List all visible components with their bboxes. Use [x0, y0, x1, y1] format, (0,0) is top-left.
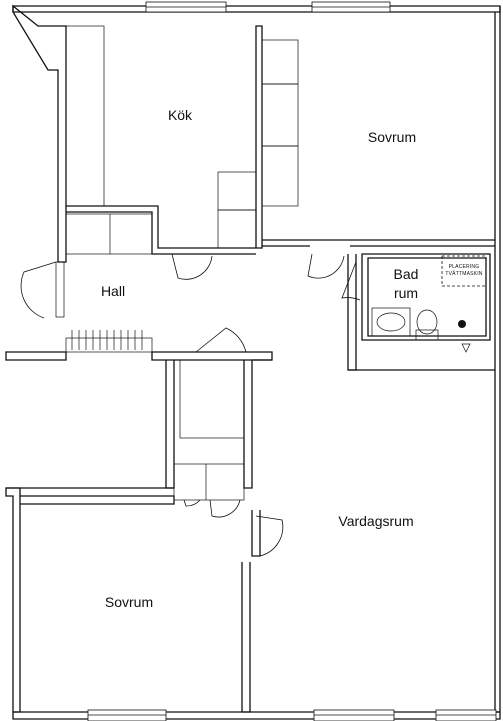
- room-label-hall: Hall: [101, 283, 125, 299]
- top-windows: [145, 1, 391, 13]
- lower-partitions: [6, 369, 495, 713]
- bedroom-top-room: [261, 39, 495, 247]
- room-label-bad: Bad: [394, 266, 419, 282]
- washer-placement-label-2: TVÄTTMASKIN: [445, 270, 482, 277]
- hall-room: [5, 213, 273, 361]
- room-label-vardagsrum: Vardagsrum: [338, 513, 413, 529]
- center-closet: [165, 359, 272, 501]
- room-label-kok: Kök: [168, 107, 193, 123]
- room-label-rum: rum: [394, 285, 418, 301]
- bottom-windows: [87, 709, 497, 721]
- doors: [20, 253, 361, 557]
- room-label-sovrum-bottom: Sovrum: [105, 594, 153, 610]
- bathroom-room: [347, 253, 491, 371]
- washer-placement-label-1: PLACERING: [449, 264, 480, 270]
- coat-rack-hooks: [71, 330, 143, 350]
- outer-walls: [5, 4, 501, 720]
- room-label-sovrum-top: Sovrum: [368, 129, 416, 145]
- kitchen-room: [65, 25, 263, 255]
